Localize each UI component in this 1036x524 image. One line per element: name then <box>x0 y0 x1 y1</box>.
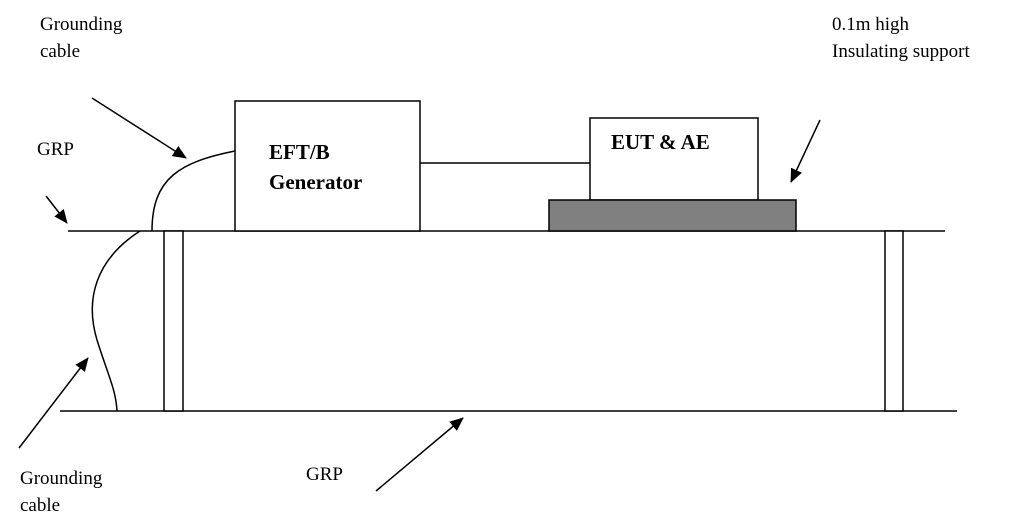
grounding-cable-bottom-arrow <box>18 357 89 449</box>
grounding-cable-top-label: Grounding cable <box>40 11 122 65</box>
generator-label-line1: EFT/B <box>269 140 330 164</box>
grounding-cable-top-arrow <box>91 97 187 159</box>
grounding-cable-bottom-label: Grounding cable <box>20 465 102 519</box>
table-leg-left <box>163 230 184 412</box>
grp-left-label: GRP <box>37 139 74 160</box>
insulating-support-label: 0.1m high Insulating support <box>832 11 970 65</box>
grp-bottom-label: GRP <box>306 464 343 485</box>
generator-grounding-cable <box>151 150 236 232</box>
grp-bottom-arrow <box>375 417 464 492</box>
plane-grounding-cable <box>91 230 141 412</box>
insulating-support-line1: 0.1m high <box>832 14 910 35</box>
eft-generator-box <box>234 100 421 232</box>
insulating-support-line2: Insulating support <box>832 41 970 62</box>
insulating-support-arrow <box>790 119 821 183</box>
grounding-cable-top-line2: cable <box>40 41 81 62</box>
generator-label: EFT/B Generator <box>269 137 362 197</box>
table-leg-right <box>884 230 904 412</box>
eut-ae-box <box>589 117 759 201</box>
grp-left-arrow <box>45 195 68 224</box>
eut-ae-label: EUT & AE <box>611 130 710 154</box>
grounding-cable-top-line1: Grounding <box>40 14 123 35</box>
grounding-cable-bottom-line2: cable <box>20 495 61 516</box>
insulating-support <box>548 199 797 232</box>
grounding-cable-bottom-line1: Grounding <box>20 468 103 489</box>
generator-label-line2: Generator <box>269 170 363 194</box>
